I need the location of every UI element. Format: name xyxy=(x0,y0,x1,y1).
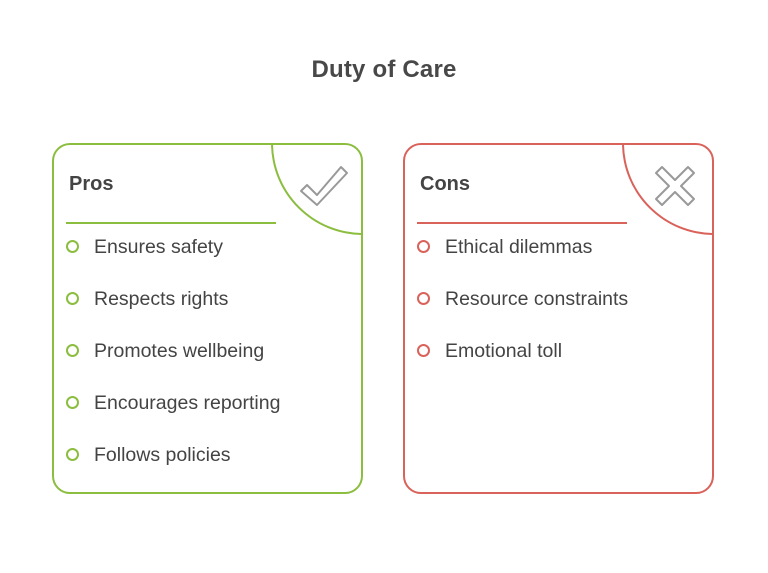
cons-corner-badge xyxy=(622,145,712,235)
cons-heading: Cons xyxy=(420,173,470,195)
pros-heading: Pros xyxy=(69,173,114,195)
cons-item-text: Emotional toll xyxy=(445,340,563,362)
cons-list-item: Ethical dilemmas xyxy=(417,235,628,287)
cons-card: Cons Ethical dilemmas Resource constrain… xyxy=(403,143,714,494)
pros-card: Pros Ensures safety Respects rights Prom… xyxy=(52,143,363,494)
pros-item-text: Follows policies xyxy=(94,444,231,466)
bullet-circle-icon xyxy=(417,344,430,357)
cross-icon xyxy=(655,166,695,206)
page-title: Duty of Care xyxy=(311,56,457,83)
bullet-circle-icon xyxy=(417,240,430,253)
pros-list-item: Follows policies xyxy=(66,443,280,492)
pros-list-item: Promotes wellbeing xyxy=(66,339,280,391)
pros-item-text: Respects rights xyxy=(94,288,229,310)
bullet-circle-icon xyxy=(66,292,79,305)
pros-list-item: Ensures safety xyxy=(66,235,280,287)
pros-list: Ensures safety Respects rights Promotes … xyxy=(66,235,280,492)
bullet-circle-icon xyxy=(417,292,430,305)
bullet-circle-icon xyxy=(66,396,79,409)
pros-list-item: Encourages reporting xyxy=(66,391,280,443)
pros-item-text: Promotes wellbeing xyxy=(94,340,265,362)
bullet-circle-icon xyxy=(66,344,79,357)
cons-list-item: Emotional toll xyxy=(417,339,628,391)
pros-item-text: Encourages reporting xyxy=(94,392,281,414)
bullet-circle-icon xyxy=(66,240,79,253)
cons-list: Ethical dilemmas Resource constraints Em… xyxy=(417,235,628,391)
cons-item-text: Resource constraints xyxy=(445,288,629,310)
cons-item-text: Ethical dilemmas xyxy=(445,236,593,258)
checkmark-icon xyxy=(300,166,348,206)
cons-list-item: Resource constraints xyxy=(417,287,628,339)
pros-corner-badge xyxy=(271,145,361,235)
pros-divider xyxy=(66,222,276,224)
pros-list-item: Respects rights xyxy=(66,287,280,339)
cons-divider xyxy=(417,222,627,224)
bullet-circle-icon xyxy=(66,448,79,461)
pros-item-text: Ensures safety xyxy=(94,236,223,258)
